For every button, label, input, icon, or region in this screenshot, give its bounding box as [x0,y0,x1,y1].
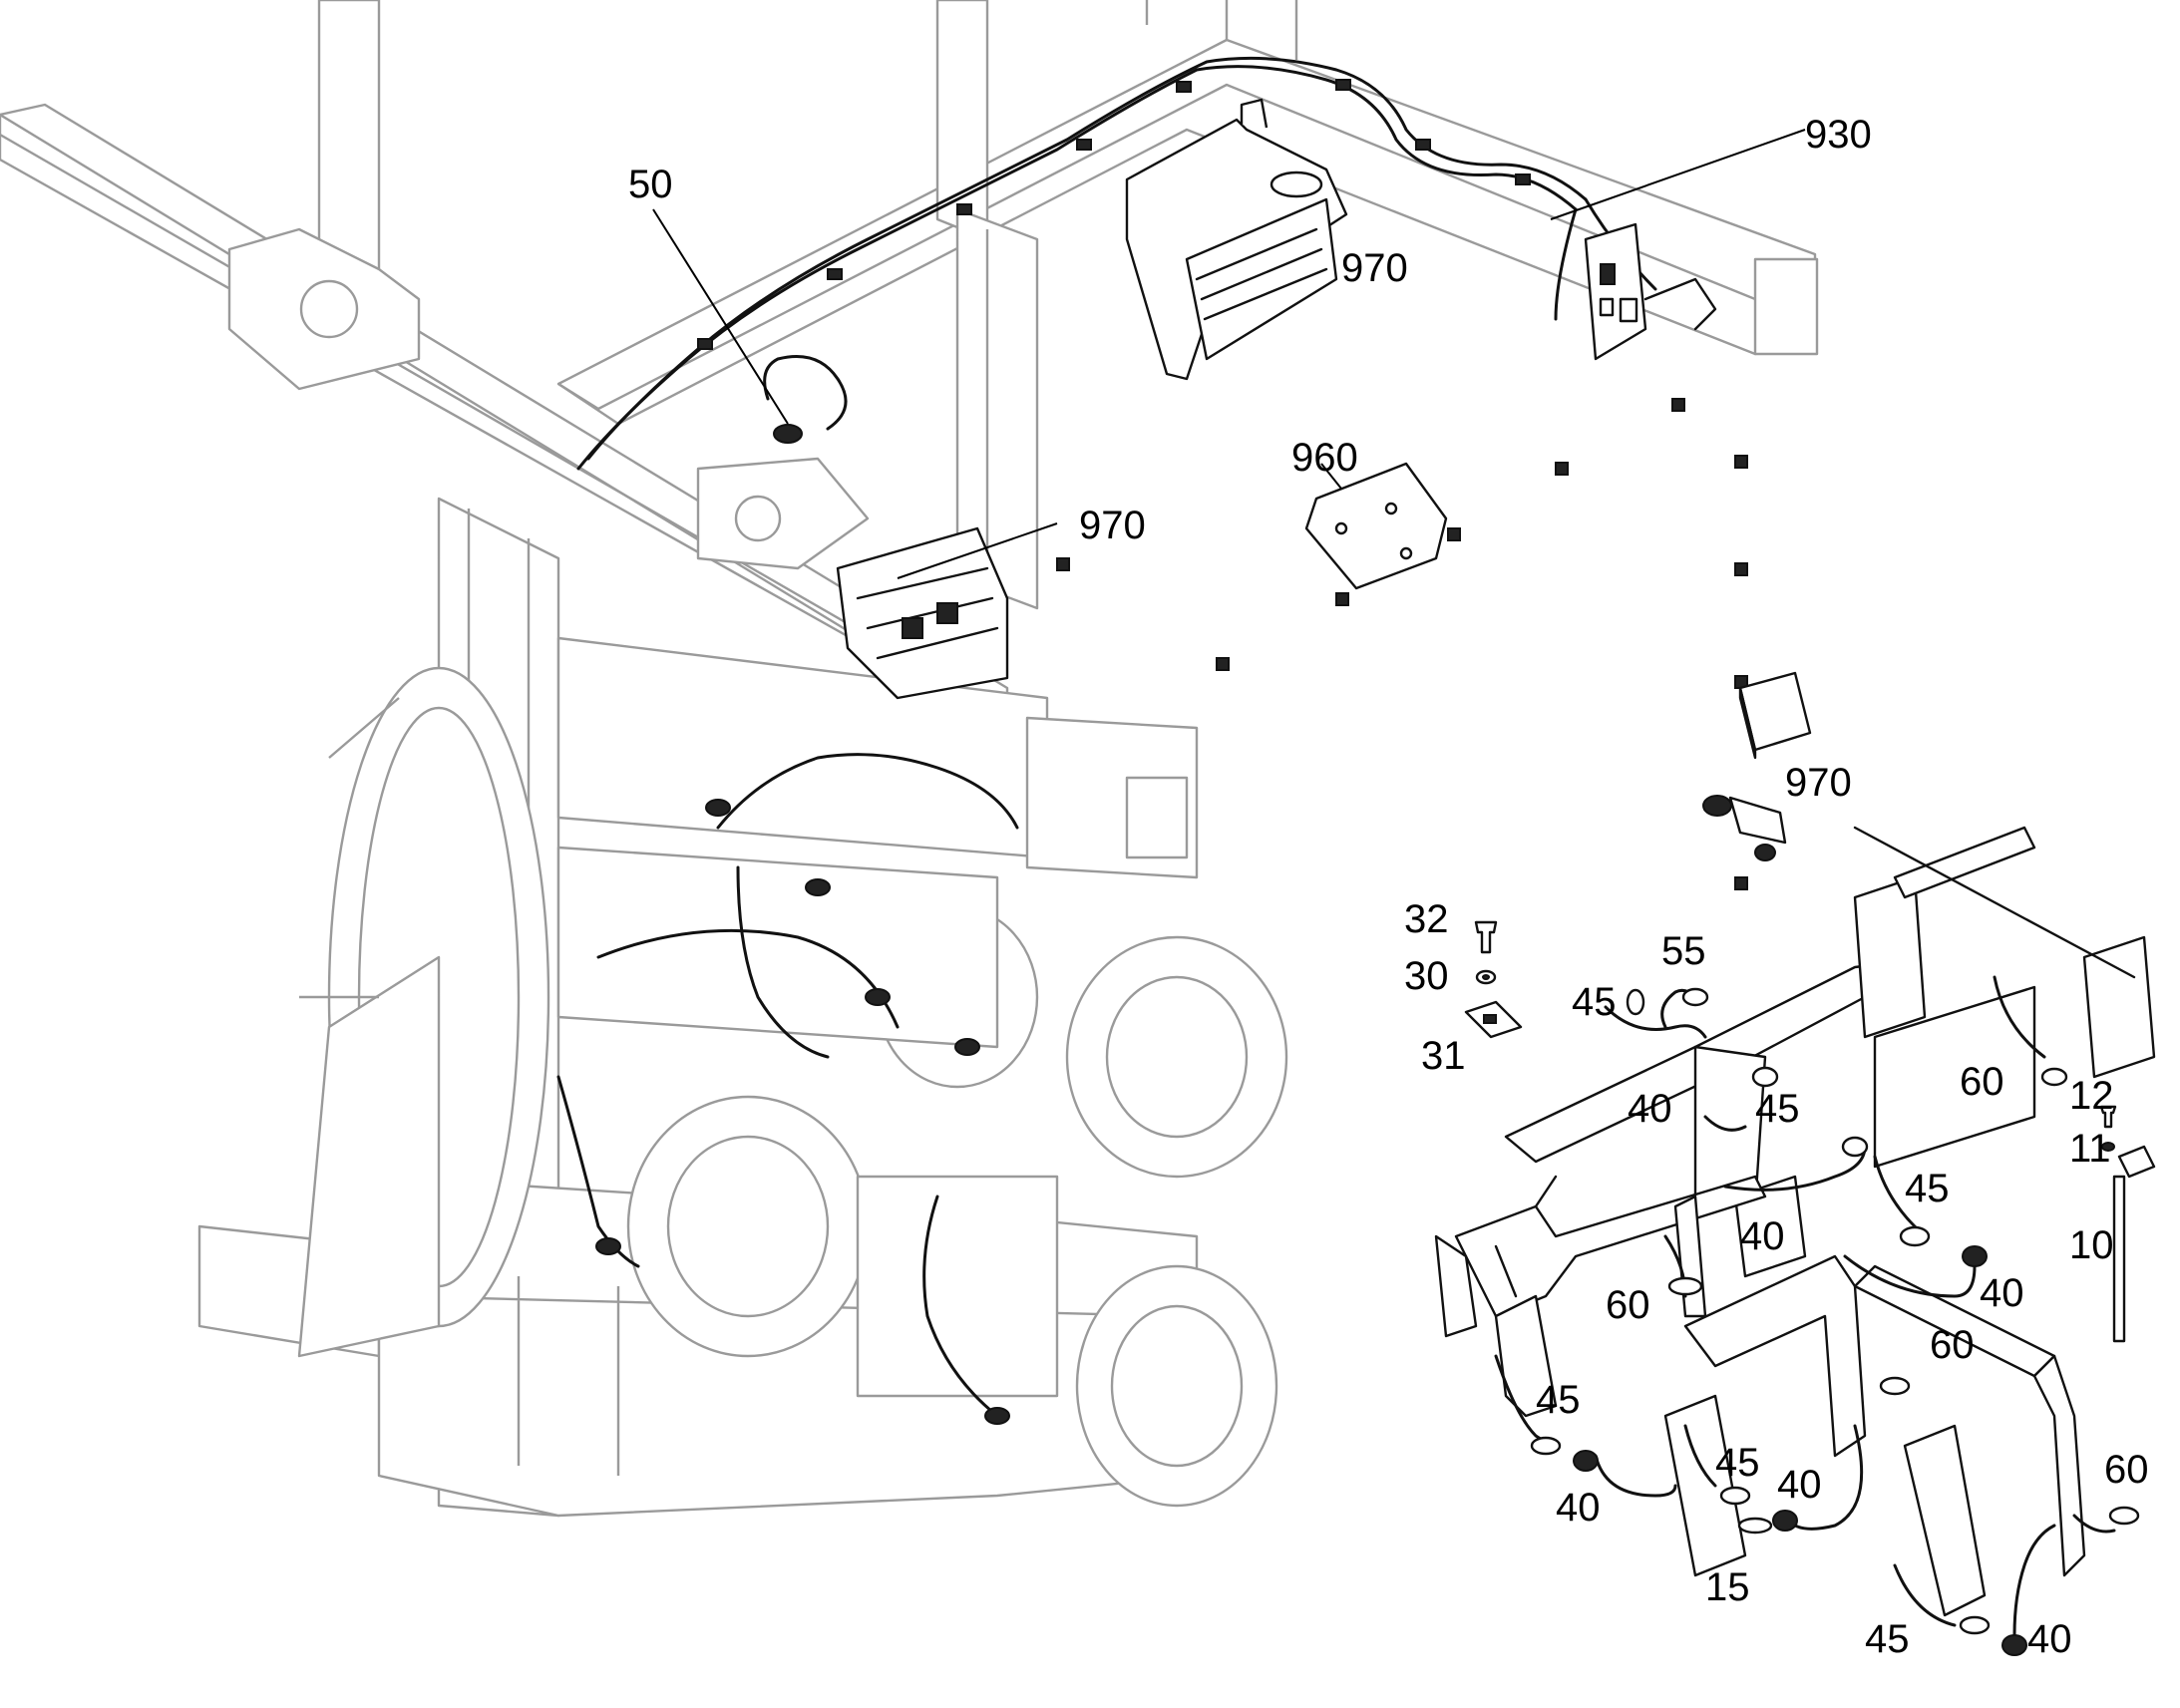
fastener-set [1464,920,1523,1039]
callout-45-b: 45 [1755,1087,1800,1131]
callout-970-right: 970 [1785,761,1852,805]
callout-40-b: 40 [1740,1214,1785,1258]
callout-40-c: 40 [1980,1271,2024,1315]
module-970-right [1702,671,1812,861]
plate-960 [1304,462,1448,590]
callout-31: 31 [1421,1034,1466,1078]
callout-40-e: 40 [1777,1463,1822,1507]
callout-55: 55 [1661,929,1706,973]
callout-labels: 50 930 970 960 970 970 32 30 31 55 45 40… [628,113,2149,1661]
callout-40-a: 40 [1628,1087,1672,1131]
callout-970-center: 970 [1079,504,1146,547]
sensor-bracket-assembly [1434,826,2156,1656]
callout-45-e: 45 [1715,1441,1760,1485]
callout-50: 50 [628,163,673,206]
wire-harness [556,56,1657,1425]
callout-30: 30 [1404,954,1449,998]
callout-60-a: 60 [1960,1060,2004,1104]
callout-10: 10 [2069,1223,2114,1267]
dipstick-assembly [2099,1105,2156,1343]
callout-970-top: 970 [1341,246,1408,290]
callout-40-f: 40 [2027,1617,2072,1661]
callout-11: 11 [2069,1127,2111,1171]
loose-fasteners [1056,398,1748,890]
callout-12: 12 [2069,1074,2114,1118]
callout-45-d: 45 [1536,1378,1581,1422]
callout-60-d: 60 [2104,1448,2149,1492]
electrical-panel-930 [1584,222,1717,361]
callout-960: 960 [1291,436,1358,480]
callout-15: 15 [1705,1565,1750,1609]
callout-60-b: 60 [1606,1283,1650,1327]
control-module-970-center [836,526,1009,700]
callout-32: 32 [1404,897,1449,941]
callout-45-c: 45 [1905,1167,1950,1210]
callout-45-f: 45 [1865,1617,1910,1661]
control-unit-970-top [1125,98,1348,381]
callout-60-c: 60 [1930,1323,1975,1367]
callout-40-d: 40 [1556,1486,1601,1530]
machine-frame [0,0,1819,1518]
leader-lines [652,129,1806,579]
callout-930: 930 [1805,113,1872,157]
callout-45-a: 45 [1572,980,1617,1024]
